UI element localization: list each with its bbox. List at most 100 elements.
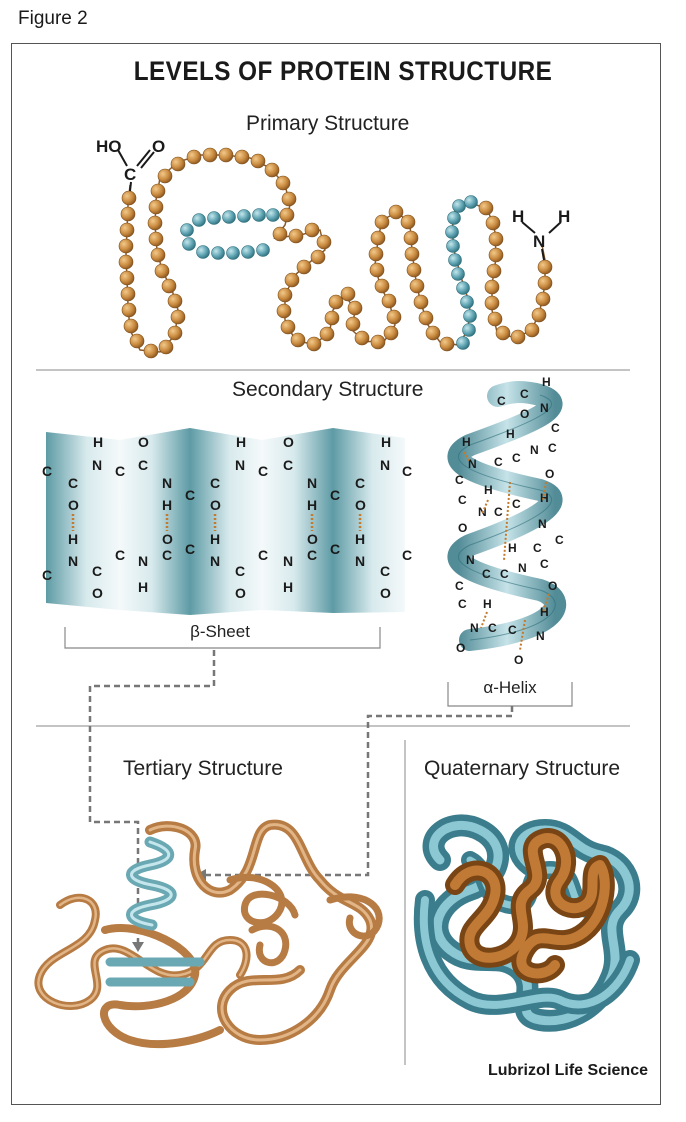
svg-text:C: C — [235, 563, 245, 579]
carboxyl-o-label: O — [152, 137, 165, 156]
svg-text:H: H — [508, 541, 517, 555]
svg-text:C: C — [512, 451, 521, 465]
figure-frame — [11, 43, 661, 1105]
svg-text:C: C — [540, 557, 549, 571]
svg-text:C: C — [68, 475, 78, 491]
secondary-structure-heading: Secondary Structure — [232, 378, 424, 401]
svg-text:N: N — [355, 553, 365, 569]
svg-text:H: H — [540, 605, 549, 619]
svg-text:H: H — [210, 531, 220, 547]
svg-text:C: C — [330, 487, 340, 503]
svg-text:N: N — [380, 457, 390, 473]
svg-text:O: O — [210, 497, 221, 513]
arrow-head — [132, 942, 144, 952]
svg-text:C: C — [92, 563, 102, 579]
svg-text:H: H — [93, 434, 103, 450]
svg-text:C: C — [488, 621, 497, 635]
svg-text:N: N — [235, 457, 245, 473]
amino-h-label-2: H — [558, 207, 570, 226]
svg-text:C: C — [551, 421, 560, 435]
svg-text:C: C — [283, 457, 293, 473]
svg-text:O: O — [548, 579, 557, 593]
svg-text:C: C — [138, 457, 148, 473]
svg-text:H: H — [138, 579, 148, 595]
svg-text:N: N — [307, 475, 317, 491]
svg-text:N: N — [540, 401, 549, 415]
carboxyl-ho-label: HO — [96, 137, 122, 156]
tertiary-ribbon — [34, 819, 383, 1049]
svg-text:H: H — [236, 434, 246, 450]
primary-chain — [118, 147, 553, 359]
svg-text:C: C — [520, 387, 529, 401]
svg-text:C: C — [307, 547, 317, 563]
alpha-helix — [447, 381, 573, 707]
svg-text:C: C — [555, 533, 564, 547]
svg-text:C: C — [355, 475, 365, 491]
svg-text:O: O — [138, 434, 149, 450]
svg-text:O: O — [458, 521, 467, 535]
svg-text:C: C — [210, 475, 220, 491]
svg-text:C: C — [455, 473, 464, 487]
svg-text:C: C — [380, 563, 390, 579]
quaternary-structure-heading: Quaternary Structure — [424, 757, 621, 780]
figure-label: Figure 2 — [18, 8, 88, 29]
svg-text:N: N — [518, 561, 527, 575]
svg-text:H: H — [68, 531, 78, 547]
svg-text:C: C — [185, 487, 195, 503]
svg-text:H: H — [483, 597, 492, 611]
svg-text:O: O — [380, 585, 391, 601]
svg-text:H: H — [542, 375, 551, 389]
svg-text:H: H — [484, 483, 493, 497]
svg-text:N: N — [530, 443, 539, 457]
svg-text:C: C — [494, 455, 503, 469]
svg-text:N: N — [470, 621, 479, 635]
svg-text:C: C — [115, 547, 125, 563]
svg-text:C: C — [508, 623, 517, 637]
beta-sheet-label: β-Sheet — [190, 622, 250, 641]
svg-text:N: N — [466, 553, 475, 567]
svg-text:H: H — [283, 579, 293, 595]
credit-label: Lubrizol Life Science — [487, 1062, 648, 1079]
svg-text:O: O — [307, 531, 318, 547]
amino-n-label: N — [533, 232, 545, 251]
svg-text:H: H — [162, 497, 172, 513]
svg-text:C: C — [458, 493, 467, 507]
svg-text:O: O — [520, 407, 529, 421]
svg-text:C: C — [42, 567, 52, 583]
primary-structure-heading: Primary Structure — [246, 112, 410, 135]
svg-text:C: C — [458, 597, 467, 611]
svg-text:O: O — [456, 641, 465, 655]
svg-text:C: C — [497, 394, 506, 408]
svg-text:H: H — [506, 427, 515, 441]
tertiary-structure-heading: Tertiary Structure — [123, 757, 283, 780]
svg-text:N: N — [68, 553, 78, 569]
svg-text:N: N — [283, 553, 293, 569]
svg-text:C: C — [185, 541, 195, 557]
svg-text:C: C — [258, 547, 268, 563]
quaternary-complex — [413, 814, 641, 1032]
amino-h-label: H — [512, 207, 524, 226]
svg-text:O: O — [92, 585, 103, 601]
svg-text:N: N — [468, 457, 477, 471]
svg-text:N: N — [210, 553, 220, 569]
svg-text:H: H — [307, 497, 317, 513]
svg-text:C: C — [512, 497, 521, 511]
svg-text:N: N — [536, 629, 545, 643]
svg-text:N: N — [538, 517, 547, 531]
svg-text:O: O — [283, 434, 294, 450]
svg-text:C: C — [455, 579, 464, 593]
carboxyl-c-label: C — [124, 165, 136, 184]
svg-text:C: C — [402, 547, 412, 563]
beta-sheet — [46, 428, 405, 649]
svg-text:O: O — [68, 497, 79, 513]
hydrogen-bonds — [71, 514, 362, 531]
svg-text:C: C — [494, 505, 503, 519]
svg-text:C: C — [258, 463, 268, 479]
svg-text:O: O — [514, 653, 523, 667]
svg-text:C: C — [548, 441, 557, 455]
svg-text:C: C — [402, 463, 412, 479]
svg-text:C: C — [482, 567, 491, 581]
svg-text:C: C — [330, 541, 340, 557]
